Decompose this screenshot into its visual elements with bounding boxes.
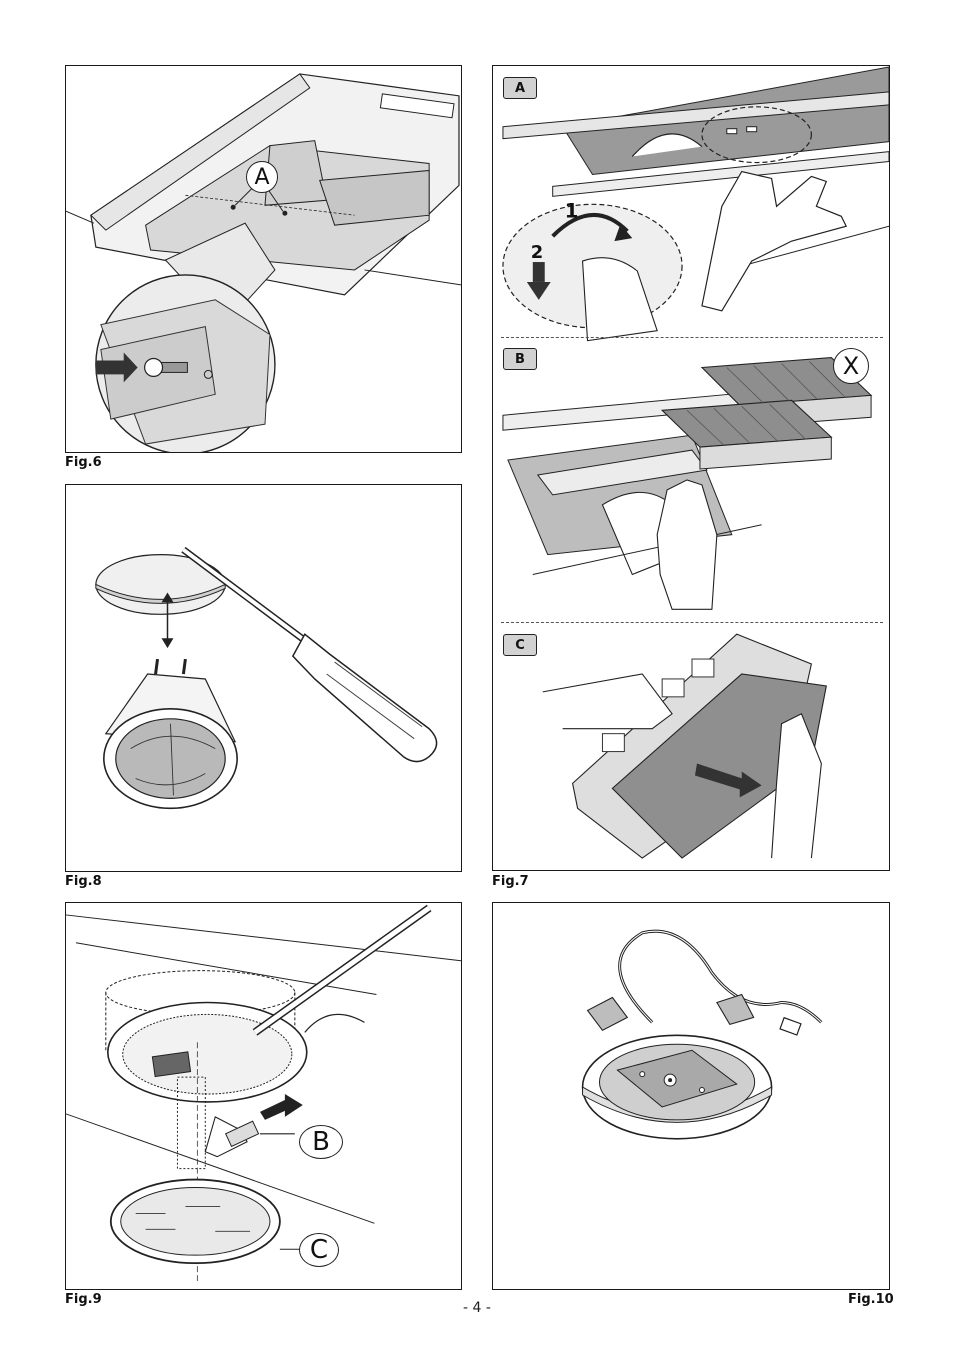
panel-a-tag: A xyxy=(503,77,537,99)
fig6-callout-a: A xyxy=(246,161,278,193)
hood-screw-drawing xyxy=(66,66,461,452)
lamp-screwdriver-drawing xyxy=(66,485,461,871)
fig9-illustration: B C xyxy=(65,902,462,1290)
fig9-callout-c: C xyxy=(299,1233,339,1267)
fig9-callout-b: B xyxy=(299,1125,343,1159)
led-spot-drawing xyxy=(493,903,889,1289)
step-2-label: 2 xyxy=(531,242,543,263)
fig6-caption: Fig.6 xyxy=(65,455,102,470)
fig8-illustration xyxy=(65,484,462,872)
spot-lamp-replacement-drawing xyxy=(66,903,461,1289)
panel-a-b-separator xyxy=(501,337,883,338)
fig7-illustration: 1 2 A B X xyxy=(492,65,890,871)
panel-c-tag: C xyxy=(503,634,537,656)
fig10-illustration xyxy=(492,902,890,1290)
step-1-label: 1 xyxy=(565,199,579,222)
filter-replacement-drawing: 1 2 xyxy=(493,66,889,870)
fig8-caption: Fig.8 xyxy=(65,874,102,889)
panel-b-c-separator xyxy=(501,622,883,623)
fig7-caption: Fig.7 xyxy=(492,874,529,889)
page-number: - 4 - xyxy=(0,1300,954,1316)
fig7-callout-x: X xyxy=(833,348,869,384)
fig6-illustration: A xyxy=(65,65,462,453)
panel-b-tag: B xyxy=(503,348,537,370)
